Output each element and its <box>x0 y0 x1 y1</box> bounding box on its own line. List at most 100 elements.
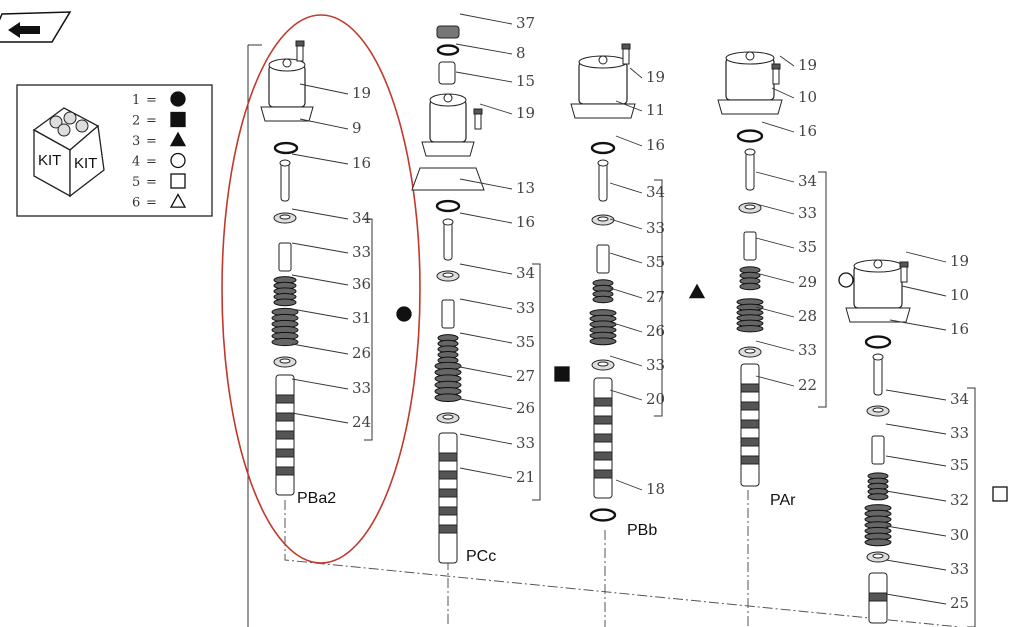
callout-leader <box>609 252 643 264</box>
spacer-sleeve <box>438 61 456 85</box>
callout-leader <box>291 208 349 220</box>
o-ring <box>273 141 299 155</box>
legend-number: 6 <box>132 196 140 211</box>
part-number-label: 33 <box>516 299 535 317</box>
spacer-sleeve <box>441 299 455 329</box>
callout-leader <box>889 319 947 331</box>
part-number-label: 32 <box>950 491 969 509</box>
callout-leader <box>291 308 349 320</box>
part-number-label: 34 <box>516 264 535 282</box>
callout-leader <box>771 87 795 99</box>
spring-seat <box>591 214 615 226</box>
part-number-label: 33 <box>950 424 969 442</box>
part-number-label: 37 <box>516 14 535 32</box>
callout-leader <box>479 103 513 115</box>
back-arrow-icon[interactable] <box>0 11 72 43</box>
kit-bracket-pcc <box>532 263 541 501</box>
callout-leader <box>291 378 349 390</box>
callout-leader <box>755 340 795 352</box>
callout-leader <box>885 455 947 467</box>
callout-leader <box>885 525 947 537</box>
part-number-label: 33 <box>646 219 665 237</box>
callout-leader <box>885 389 947 401</box>
part-number-label: 16 <box>950 320 969 338</box>
spacer-sleeve <box>871 435 885 465</box>
callout-leader <box>459 263 513 275</box>
kit-symbol-triangle-filled-icon <box>688 283 706 299</box>
callout-leader <box>459 178 513 190</box>
part-number-label: 34 <box>798 172 817 190</box>
spring <box>867 472 889 501</box>
valve-spool <box>868 572 888 624</box>
highlight-ellipse <box>221 14 421 564</box>
callout-leader <box>755 375 795 387</box>
part-number-label: 13 <box>516 179 535 197</box>
part-number-label: 10 <box>798 88 817 106</box>
callout-leader <box>609 321 643 333</box>
callout-leader <box>459 433 513 445</box>
solenoid-cap <box>845 259 911 323</box>
screw <box>295 40 305 62</box>
spring <box>434 361 462 402</box>
legend-square-filled-icon <box>170 111 186 128</box>
solenoid-base <box>411 167 485 191</box>
part-number-label: 16 <box>352 154 371 172</box>
part-number-label: 19 <box>798 56 817 74</box>
valve-spool <box>438 432 458 564</box>
part-number-label: 19 <box>516 104 535 122</box>
callout-leader <box>755 306 795 318</box>
part-number-label: 35 <box>516 333 535 351</box>
o-ring <box>864 335 892 349</box>
legend-number: 4 <box>132 155 140 170</box>
plunger-pin <box>872 353 884 396</box>
callout-leader <box>299 83 349 95</box>
part-number-label: 30 <box>950 526 969 544</box>
kit-bracket-pbb <box>654 179 663 417</box>
callout-leader <box>299 118 349 130</box>
plug <box>436 25 460 39</box>
spring <box>271 307 299 347</box>
spring-seat <box>866 551 890 563</box>
solenoid-cap <box>570 55 636 119</box>
legend-row: 3= <box>132 131 187 149</box>
spring-seat <box>436 270 460 282</box>
callout-leader <box>755 272 795 284</box>
callout-leader <box>459 298 513 310</box>
legend-equals: = <box>146 155 157 170</box>
valve-group-name: PBb <box>627 522 657 539</box>
callout-leader <box>459 332 513 344</box>
part-number-label: 33 <box>352 243 371 261</box>
part-number-label: 29 <box>798 273 817 291</box>
callout-leader <box>291 242 349 254</box>
legend-equals: = <box>146 134 157 149</box>
kit-bracket-p5 <box>967 387 976 627</box>
spring-seat <box>738 346 762 358</box>
part-number-label: 8 <box>516 44 526 62</box>
o-ring <box>435 199 461 213</box>
part-number-label: 21 <box>516 468 535 486</box>
part-number-label: 16 <box>516 213 535 231</box>
callout-leader <box>459 366 513 378</box>
legend-circle-outline-icon <box>170 152 186 169</box>
callout-leader <box>459 212 513 224</box>
legend-equals: = <box>146 175 157 190</box>
kit-word-left: KIT <box>38 152 61 169</box>
legend-row: 6= <box>132 193 187 211</box>
part-number-label: 19 <box>352 84 371 102</box>
spring <box>739 266 761 291</box>
kit-legend: KIT KIT 1=2=3=4=5=6= <box>16 84 213 217</box>
o-ring <box>436 44 460 56</box>
kit-bracket-par <box>818 171 827 408</box>
callout-leader <box>291 153 349 165</box>
spring-seat <box>436 412 460 424</box>
kit-symbol-square-filled-icon <box>554 366 570 382</box>
part-number-label: 36 <box>352 275 371 293</box>
kit-symbol-circle-outline-icon <box>838 272 854 288</box>
callout-leader <box>291 274 349 286</box>
part-number-label: 31 <box>352 309 371 327</box>
o-ring <box>590 141 616 155</box>
solenoid-cap <box>421 93 475 157</box>
valve-group-name: PAr <box>770 492 796 509</box>
spring-seat <box>273 356 297 368</box>
